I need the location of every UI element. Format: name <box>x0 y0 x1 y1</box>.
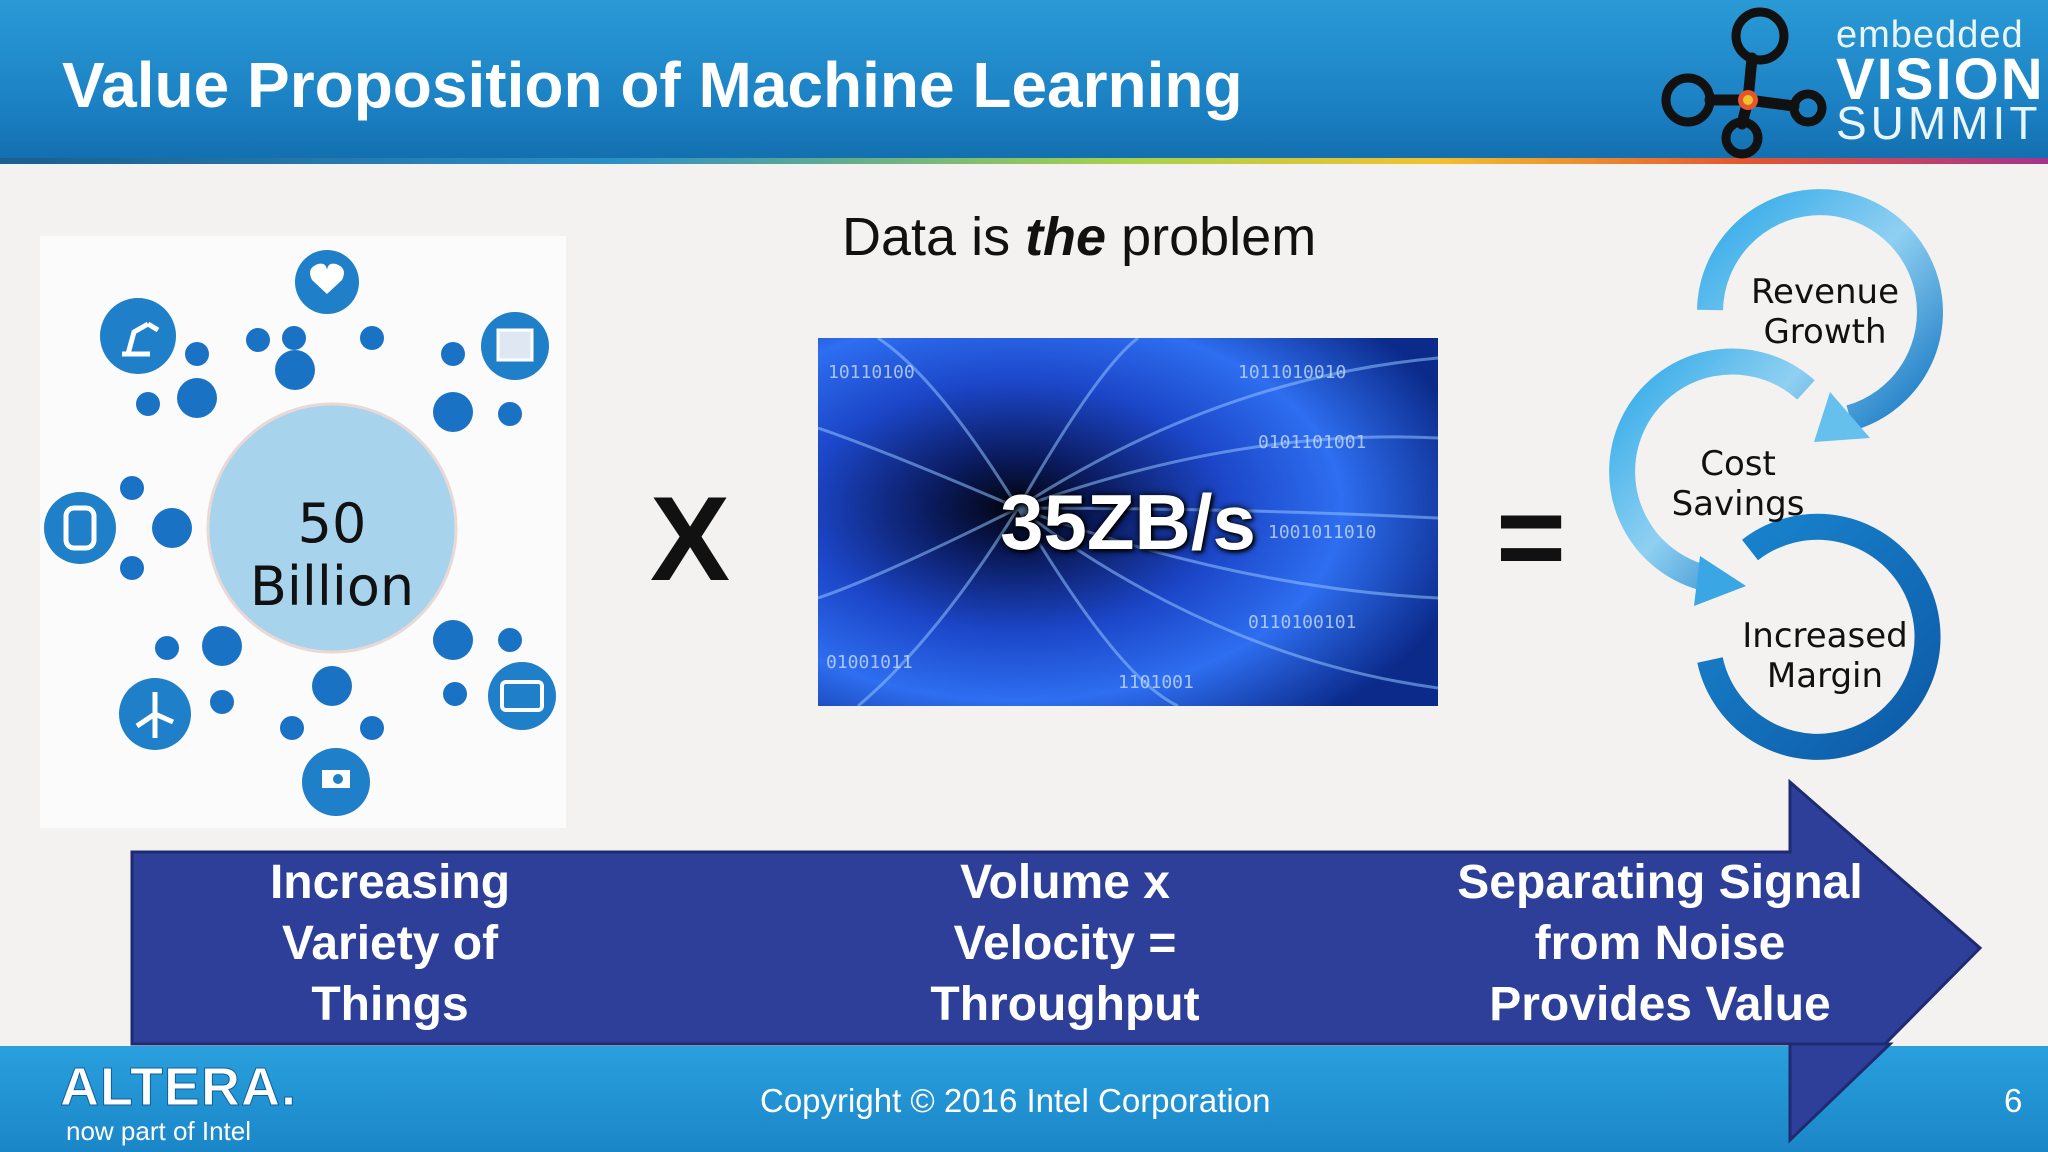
network-dot <box>246 328 270 352</box>
network-dot <box>433 620 473 660</box>
altera-logo: ALTERA. <box>60 1057 297 1118</box>
equals-sign: = <box>1496 470 1567 604</box>
band-left-text: Increasing Variety of Things <box>200 852 580 1035</box>
network-dot <box>275 350 315 390</box>
car-icon <box>44 492 116 564</box>
page-title: Value Proposition of Machine Learning <box>62 49 1243 121</box>
band-middle-text: Volume x Velocity = Throughput <box>880 852 1250 1035</box>
band-middle-line-2: Velocity = <box>953 917 1177 970</box>
cost-savings-label: Cost Savings <box>1658 444 1818 524</box>
iot-network-svg <box>44 250 556 816</box>
footer-bar <box>0 1046 2048 1152</box>
center-label: 50 Billion <box>249 492 415 618</box>
svg-text:1101001: 1101001 <box>1118 672 1194 693</box>
band-left-line-1: Increasing <box>269 856 511 909</box>
network-dot <box>282 326 306 350</box>
network-dot <box>280 716 304 740</box>
network-dot <box>120 476 144 500</box>
binary-tunnel-svg: 1011010010 0101101001 1001011010 0110100… <box>818 338 1438 706</box>
page-number: 6 <box>2004 1082 2023 1119</box>
throughput-label: 35ZB/s <box>1000 477 1256 566</box>
svg-text:01001011: 01001011 <box>826 652 913 673</box>
network-dot <box>120 556 144 580</box>
increased-margin-label: Increased Margin <box>1740 616 1910 696</box>
center-circle <box>206 402 458 654</box>
data-tunnel-image: 1011010010 0101101001 1001011010 0110100… <box>818 338 1438 706</box>
logo-line-summit: SUMMIT <box>1836 97 2042 149</box>
robot-arm-icon <box>100 298 176 374</box>
svg-text:0110100101: 0110100101 <box>1248 612 1356 633</box>
network-dot <box>155 636 179 660</box>
band-right-text: Separating Signal from Noise Provides Va… <box>1400 852 1920 1035</box>
subtitle: Data is the problem <box>842 206 1316 268</box>
header-bar <box>0 0 2048 160</box>
cost-line-1: Cost <box>1700 444 1776 484</box>
network-dot <box>360 326 384 350</box>
cycle-arrows-svg <box>1609 189 1943 760</box>
network-dot <box>433 392 473 432</box>
evs-logo-icon <box>1661 7 1827 159</box>
value-cycle-diagram: Revenue Growth Cost Savings Increased Ma… <box>1600 180 1980 780</box>
svg-text:1011010010: 1011010010 <box>1238 362 1346 383</box>
network-dot <box>185 342 209 366</box>
logo-line-vision: VISION <box>1836 47 2045 112</box>
band-right-line-2: from Noise <box>1534 917 1786 970</box>
band-right-line-1: Separating Signal <box>1457 856 1863 909</box>
revenue-growth-label: Revenue Growth <box>1740 272 1910 352</box>
logo-line-embedded: embedded <box>1836 14 2024 56</box>
revenue-line-2: Growth <box>1763 312 1887 352</box>
svg-text:10110100: 10110100 <box>828 362 915 383</box>
margin-line-1: Increased <box>1742 616 1908 656</box>
network-dot <box>312 666 352 706</box>
band-middle-line-1: Volume x <box>960 856 1170 909</box>
copyright-text: Copyright © 2016 Intel Corporation <box>760 1082 1271 1119</box>
band-middle-line-3: Throughput <box>930 978 1200 1031</box>
network-dot <box>443 682 467 706</box>
svg-text:1001011010: 1001011010 <box>1268 522 1376 543</box>
network-dot <box>498 402 522 426</box>
network-dot <box>498 628 522 652</box>
network-dot <box>441 342 465 366</box>
subtitle-after: problem <box>1106 207 1317 267</box>
band-right-line-3: Provides Value <box>1489 978 1831 1031</box>
iot-graphic: 50 Billion <box>40 236 566 828</box>
network-dot <box>152 508 192 548</box>
margin-line-2: Margin <box>1766 656 1884 696</box>
header-divider <box>0 158 2048 164</box>
cost-line-2: Savings <box>1671 484 1805 524</box>
subtitle-before: Data is <box>842 207 1026 267</box>
network-dot <box>177 378 217 418</box>
credit-card-icon <box>488 662 556 730</box>
subtitle-emph: the <box>1025 207 1107 267</box>
svg-text:0101101001: 0101101001 <box>1258 432 1366 453</box>
network-dot <box>136 392 160 416</box>
network-dot <box>210 690 234 714</box>
revenue-line-1: Revenue <box>1750 272 1900 312</box>
band-left-line-3: Things <box>311 978 469 1031</box>
multiply-sign: X <box>650 472 731 606</box>
network-dot <box>202 626 242 666</box>
altera-subtitle: now part of Intel <box>66 1116 251 1146</box>
network-dot <box>360 716 384 740</box>
band-left-line-2: Variety of <box>281 917 499 970</box>
